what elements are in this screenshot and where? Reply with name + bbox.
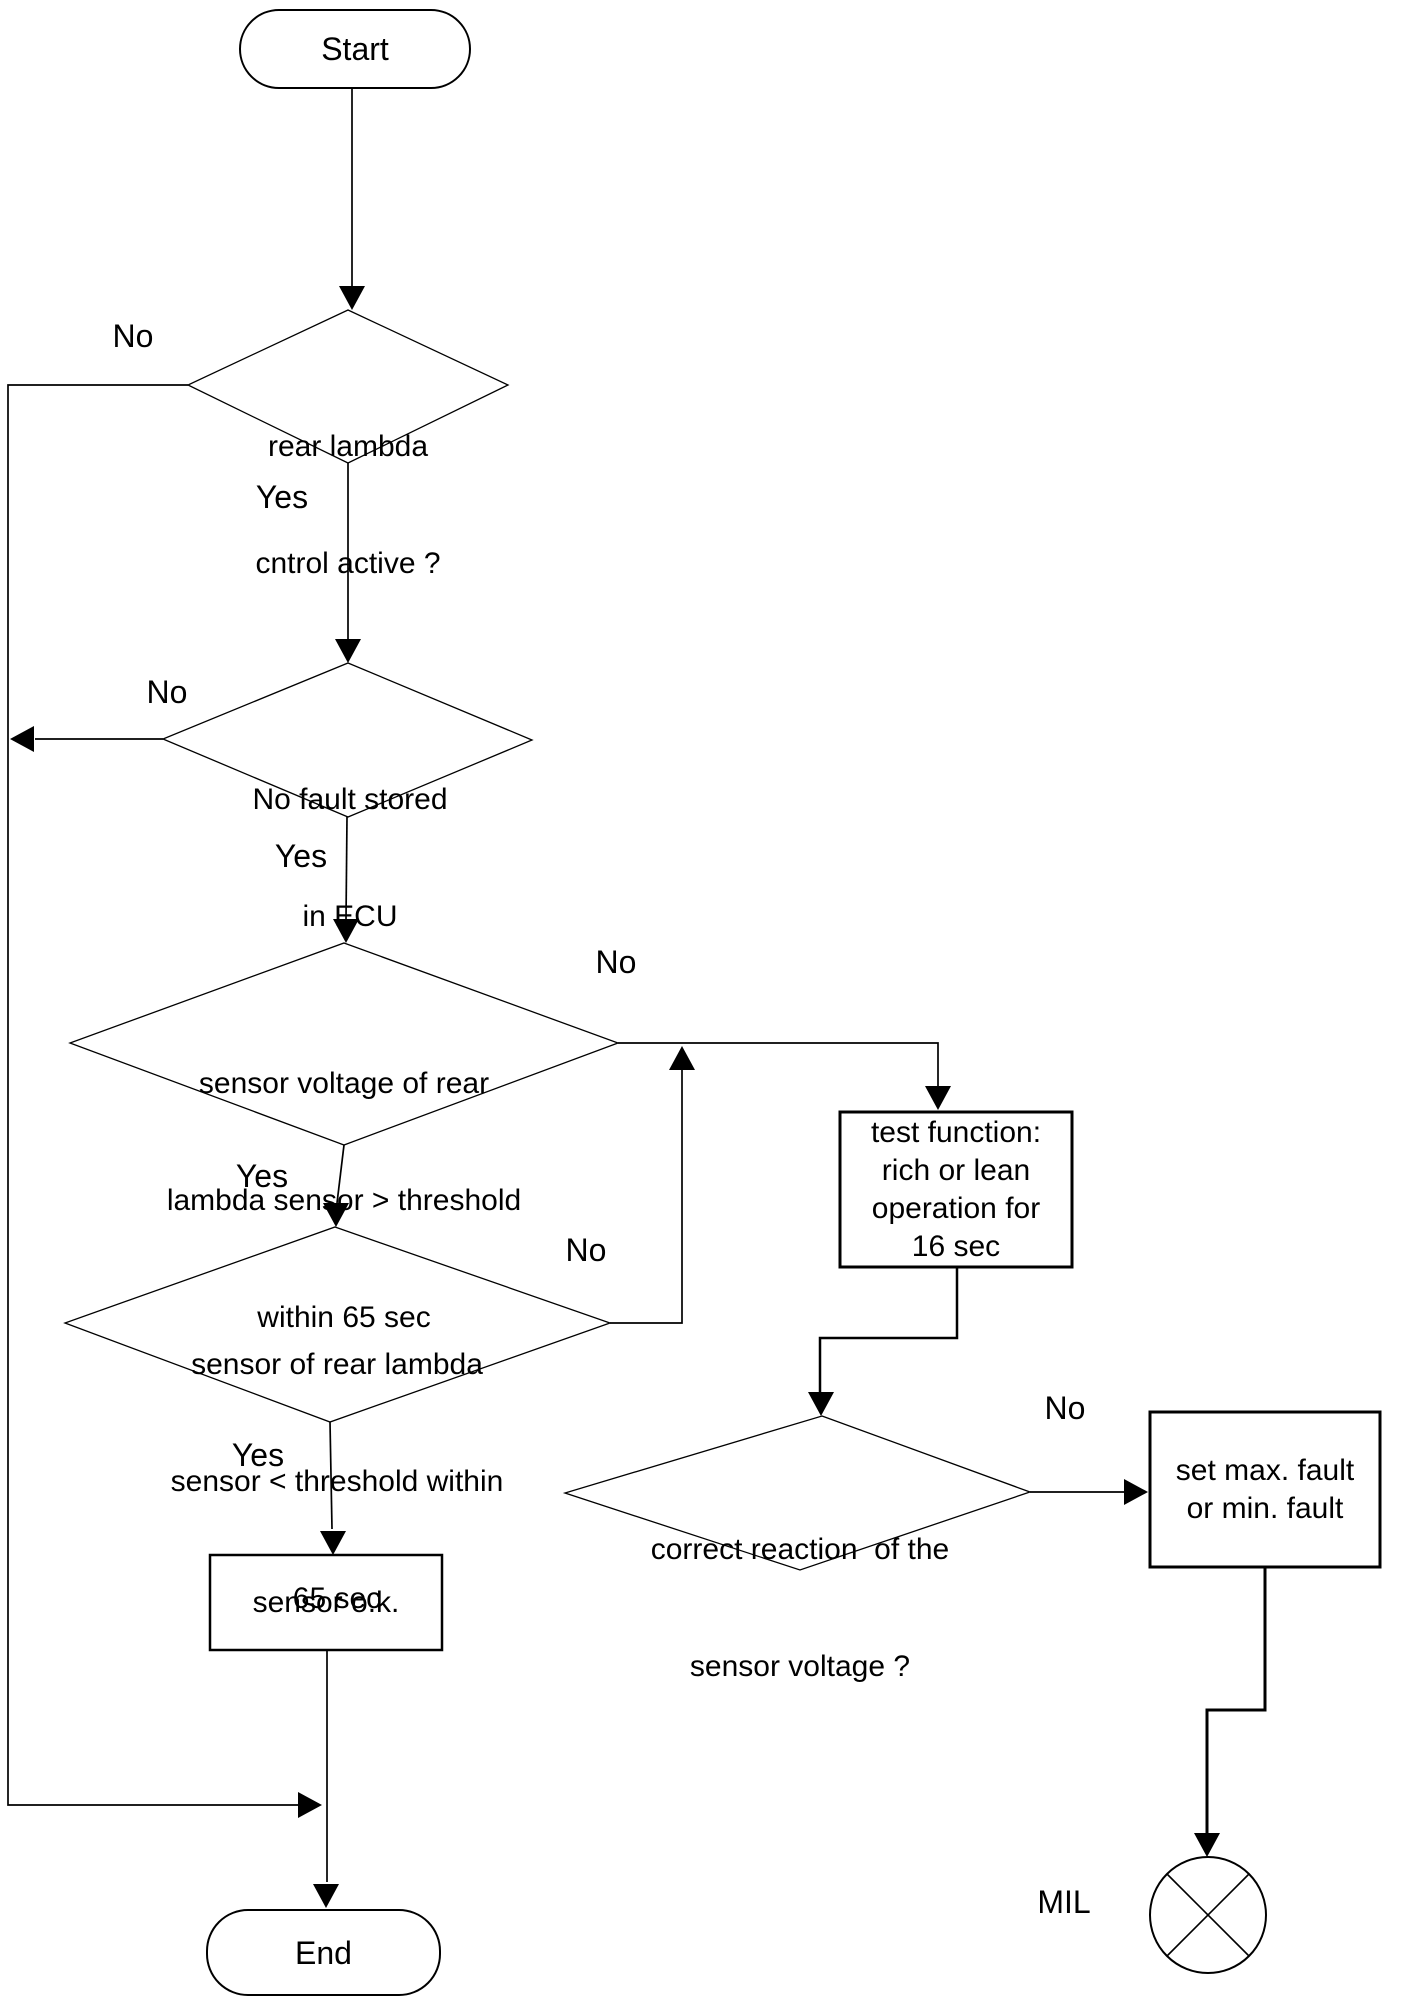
arrowhead-decision2-no-left bbox=[10, 726, 34, 752]
decision-voltage-below-threshold: sensor of rear lambda sensor < threshold… bbox=[112, 1267, 562, 1696]
set-fault-process-shape bbox=[1148, 1410, 1382, 1569]
edge-label-decision3-no: No bbox=[595, 944, 637, 980]
decision-no-fault-stored: No fault stored in ECU bbox=[200, 702, 500, 1014]
text-line: lambda sensor > threshold bbox=[166, 1184, 522, 1217]
edge-label-decision2-yes: Yes bbox=[274, 838, 328, 874]
edge-label-decision2-no: No bbox=[146, 674, 188, 710]
edge-label-decision1-no: No bbox=[112, 318, 154, 354]
arrowhead-into-decision1 bbox=[339, 286, 365, 310]
arrowhead-into-decision5 bbox=[808, 1392, 834, 1416]
edge-label-decision1-yes: Yes bbox=[255, 479, 309, 515]
edge-decision3-no-to-testfunction bbox=[618, 1042, 939, 1088]
mil-label: MIL bbox=[1037, 1884, 1091, 1920]
sensor-ok-process-shape bbox=[208, 1553, 444, 1652]
text-line: set max. fault bbox=[1175, 1453, 1355, 1487]
edge-decision4-yes bbox=[329, 1421, 333, 1530]
text-line: sensor < threshold within bbox=[170, 1465, 504, 1498]
decision-correct-reaction: correct reaction of the sensor voltage ? bbox=[550, 1452, 1050, 1764]
edge-testfunction-to-decision5 bbox=[818, 1267, 959, 1392]
test-function-process-shape bbox=[838, 1110, 1074, 1269]
arrowhead-into-decision3 bbox=[333, 919, 359, 943]
arrowhead-junction-up bbox=[669, 1046, 695, 1070]
text-line: 16 sec bbox=[911, 1229, 1001, 1263]
decision1-diamond-shape bbox=[186, 309, 510, 464]
mil-lamp-x-stroke-2 bbox=[1166, 1873, 1250, 1957]
arrowhead-into-end bbox=[313, 1884, 339, 1908]
arrowheads bbox=[10, 286, 1220, 1908]
text-line: or min. fault bbox=[1186, 1491, 1344, 1525]
process-sensor-ok: sensor o.k. bbox=[210, 1555, 442, 1650]
text-line: 65 sec bbox=[292, 1582, 382, 1615]
arrowhead-into-set-fault bbox=[1124, 1479, 1148, 1505]
text-line: rear lambda bbox=[267, 430, 429, 463]
arrowhead-into-decision4 bbox=[323, 1203, 349, 1227]
text-line: rich or lean bbox=[881, 1153, 1031, 1187]
text-line: sensor voltage of rear bbox=[198, 1067, 490, 1100]
edge-label-decision4-yes: Yes bbox=[231, 1437, 285, 1473]
arrowhead-into-test-function bbox=[925, 1086, 951, 1110]
edge-setfault-to-mil bbox=[1205, 1567, 1267, 1833]
text-line: sensor of rear lambda bbox=[191, 1348, 483, 1381]
end-node: End bbox=[207, 1910, 440, 1995]
process-set-fault: set max. fault or min. fault bbox=[1150, 1412, 1380, 1567]
text-line: sensor voltage ? bbox=[689, 1650, 911, 1683]
decision2-diamond-shape bbox=[161, 662, 534, 818]
edge-label-decision3-yes: Yes bbox=[235, 1158, 289, 1194]
end-label: End bbox=[295, 1934, 352, 1971]
arrowhead-into-mil bbox=[1194, 1833, 1220, 1857]
decision-rear-lambda-control: rear lambda cntrol active ? bbox=[198, 349, 498, 661]
text-line: test function: bbox=[870, 1115, 1042, 1149]
process-test-function: test function: rich or lean operation fo… bbox=[840, 1112, 1072, 1267]
text-line: operation for bbox=[871, 1191, 1041, 1225]
connectors bbox=[7, 88, 1126, 1882]
arrowhead-into-sensor-ok bbox=[320, 1531, 346, 1555]
decision5-diamond-shape bbox=[562, 1415, 1032, 1571]
sensor-ok-label: sensor o.k. bbox=[252, 1585, 400, 1619]
decision4-diamond-shape bbox=[63, 1226, 612, 1423]
text-line: cntrol active ? bbox=[255, 547, 441, 580]
start-label: Start bbox=[321, 31, 389, 67]
text-line: correct reaction of the bbox=[650, 1533, 950, 1566]
edge-decision2-yes bbox=[345, 816, 348, 921]
edge-decision1-no-return bbox=[7, 384, 298, 1806]
decision3-diamond-shape bbox=[68, 942, 620, 1146]
edge-label-decision5-no: No bbox=[1044, 1390, 1086, 1426]
text-line: in ECU bbox=[302, 900, 398, 933]
edge-decision4-no-junction bbox=[610, 1070, 683, 1324]
start-terminator-shape bbox=[239, 9, 471, 89]
decision-voltage-above-threshold: sensor voltage of rear lambda sensor > t… bbox=[119, 986, 569, 1415]
connectors-thick bbox=[1205, 1567, 1267, 1833]
node-shapes bbox=[63, 9, 1382, 1996]
arrowhead-into-decision2 bbox=[335, 639, 361, 663]
text-line: No fault stored bbox=[252, 783, 448, 816]
edge-label-decision4-no: No bbox=[565, 1232, 607, 1268]
start-node: Start bbox=[240, 10, 470, 88]
edge-decision3-yes bbox=[336, 1144, 345, 1204]
end-terminator-shape bbox=[206, 1909, 441, 1996]
connectors-medium bbox=[818, 1267, 959, 1392]
arrowhead-merge-right bbox=[298, 1792, 322, 1818]
text-line: within 65 sec bbox=[257, 1301, 431, 1334]
